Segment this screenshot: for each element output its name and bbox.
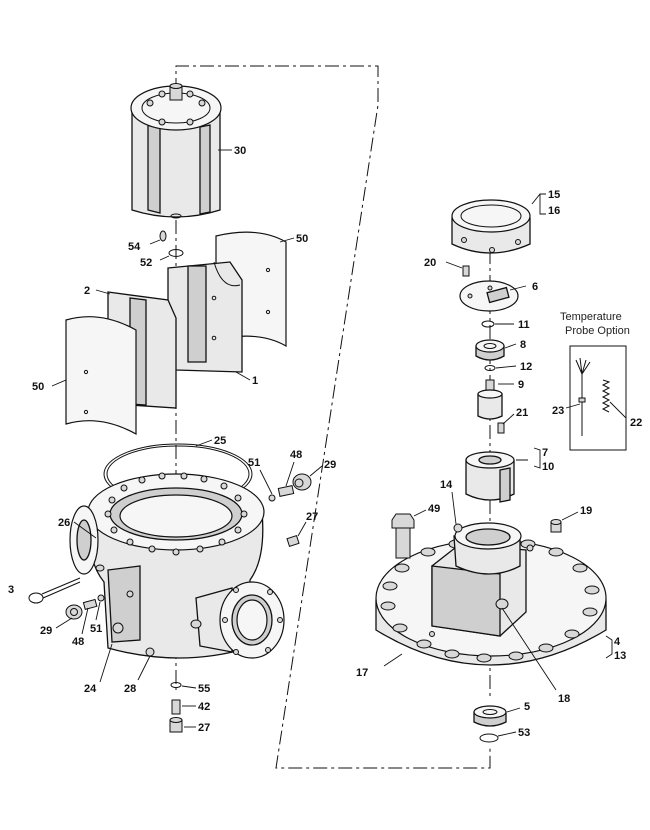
callout-6: 6 bbox=[532, 281, 538, 293]
callout-30: 30 bbox=[234, 145, 246, 157]
part-6-plate bbox=[459, 280, 519, 312]
part-55-washer bbox=[170, 682, 182, 688]
callout-20: 20 bbox=[424, 257, 436, 269]
callout-5: 5 bbox=[524, 701, 530, 713]
part-9-shaft bbox=[477, 379, 503, 420]
part-1-cradle bbox=[167, 261, 243, 373]
part-29-48-51-fittings-left bbox=[65, 594, 105, 620]
callout-28: 28 bbox=[124, 683, 136, 695]
callout-55: 55 bbox=[198, 683, 210, 695]
callout-53: 53 bbox=[518, 727, 530, 739]
callout-48-right: 48 bbox=[290, 449, 302, 461]
part-53-retaining-ring bbox=[479, 733, 499, 743]
callout-21: 21 bbox=[516, 407, 528, 419]
callout-1: 1 bbox=[252, 375, 258, 387]
callout-3: 3 bbox=[8, 584, 14, 596]
callout-18: 18 bbox=[558, 693, 570, 705]
part-22-spring bbox=[601, 379, 611, 413]
callout-50-top: 50 bbox=[296, 233, 308, 245]
part-11-washer bbox=[481, 320, 495, 328]
callout-29-left: 29 bbox=[40, 625, 52, 637]
callout-50-left: 50 bbox=[32, 381, 44, 393]
callout-10: 10 bbox=[542, 461, 554, 473]
callout-12: 12 bbox=[520, 361, 532, 373]
callout-51-right: 51 bbox=[248, 457, 260, 469]
callout-49: 49 bbox=[428, 503, 440, 515]
callout-14: 14 bbox=[440, 479, 453, 491]
part-3-eye-bolt bbox=[28, 577, 81, 604]
temperature-probe-note-line1: Temperature bbox=[560, 311, 622, 323]
callout-4: 4 bbox=[614, 636, 621, 648]
callout-19: 19 bbox=[580, 505, 592, 517]
part-4-13-base-cover bbox=[375, 522, 607, 666]
callout-42: 42 bbox=[198, 701, 210, 713]
part-12-retaining-ring bbox=[484, 365, 496, 371]
part-19-plug bbox=[550, 519, 562, 533]
part-15-16-cover bbox=[451, 199, 531, 254]
part-24-housing bbox=[69, 472, 285, 659]
callout-2: 2 bbox=[84, 285, 90, 297]
part-7-10-coupling bbox=[465, 451, 515, 503]
part-8-bearing bbox=[475, 339, 505, 361]
callout-23: 23 bbox=[552, 405, 564, 417]
callout-27-bottom: 27 bbox=[198, 722, 210, 734]
part-54-pin bbox=[159, 230, 167, 242]
callout-9: 9 bbox=[518, 379, 524, 391]
callout-8: 8 bbox=[520, 339, 526, 351]
callout-48-left: 48 bbox=[72, 636, 84, 648]
callout-27-right: 27 bbox=[306, 511, 318, 523]
temperature-probe-box bbox=[569, 345, 627, 451]
part-23-probe bbox=[575, 357, 591, 436]
part-42-screw bbox=[171, 699, 181, 715]
callout-13: 13 bbox=[614, 650, 626, 662]
callout-54: 54 bbox=[128, 241, 141, 253]
part-51-48-29-fittings-right bbox=[268, 473, 312, 502]
part-5-bearing bbox=[473, 705, 507, 727]
callout-17: 17 bbox=[356, 667, 368, 679]
part-49-bolt bbox=[391, 513, 415, 559]
temperature-probe-note-line2: Probe Option bbox=[565, 325, 630, 337]
callout-22: 22 bbox=[630, 417, 642, 429]
callout-24: 24 bbox=[84, 683, 97, 695]
part-30-rotor-assembly bbox=[130, 83, 222, 219]
callout-15: 15 bbox=[548, 189, 560, 201]
part-20-screw bbox=[462, 265, 470, 277]
callout-16: 16 bbox=[548, 205, 560, 217]
part-52-washer bbox=[168, 249, 184, 257]
assembly-centerline bbox=[175, 65, 491, 769]
callout-29-right: 29 bbox=[324, 459, 336, 471]
callout-51-left: 51 bbox=[90, 623, 102, 635]
callout-7: 7 bbox=[542, 447, 548, 459]
callout-25: 25 bbox=[214, 435, 226, 447]
part-27-plug-right bbox=[286, 535, 300, 547]
callout-11: 11 bbox=[518, 319, 530, 331]
callout-26: 26 bbox=[58, 517, 70, 529]
callout-52: 52 bbox=[140, 257, 152, 269]
part-50-liner-left bbox=[65, 316, 137, 436]
part-21-screw bbox=[497, 422, 505, 434]
